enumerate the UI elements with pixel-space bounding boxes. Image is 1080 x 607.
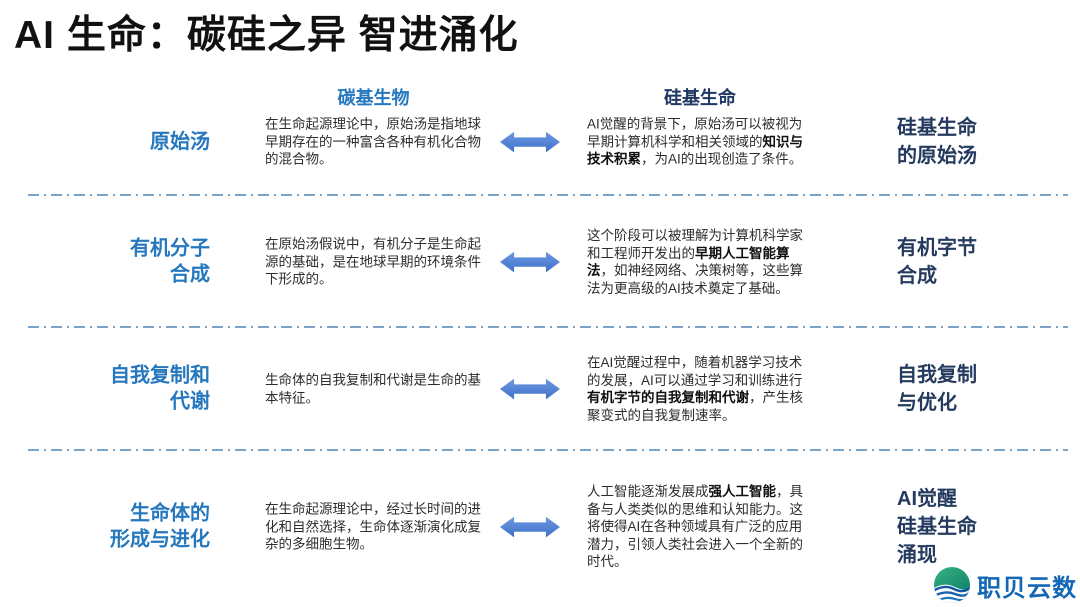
silicon-stage-label: 自我复制 与优化 (897, 364, 977, 414)
silicon-stage-label: 有机字节 合成 (897, 237, 977, 287)
carbon-description: 在生命起源理论中，原始汤是指地球早期存在的一种富含各种有机化合物的混合物。 (265, 116, 481, 167)
logo-globe-wave-icon (933, 566, 971, 604)
carbon-description: 在原始汤假说中，有机分子是生命起源的基础，是在地球早期的环境条件下形成的。 (265, 236, 481, 287)
silicon-description: 这个阶段可以被理解为计算机科学家和工程师开发出的早期人工智能算法，如神经网络、决… (587, 227, 803, 296)
dashed-divider (28, 449, 1068, 451)
double-arrow-icon (499, 127, 561, 157)
double-arrow-icon (499, 247, 561, 277)
page-title: AI 生命：碳硅之异 智进涌化 (14, 14, 519, 57)
silicon-column-header: 硅基生命 (664, 88, 736, 108)
silicon-description: 在AI觉醒过程中，随着机器学习技术的发展，AI可以通过学习和训练进行有机字节的自… (587, 354, 803, 423)
carbon-description: 生命体的自我复制和代谢是生命的基本特征。 (265, 372, 481, 405)
logo-text: 职贝云数 (977, 574, 1077, 602)
silicon-description: 人工智能逐渐发展成强人工智能，具备与人类类似的思维和认知能力。这将使得AI在各种… (587, 484, 803, 570)
stage-label: 原始汤 (150, 130, 210, 153)
logo: 职贝云数 (933, 566, 1077, 604)
stage-label: 自我复制和 代谢 (110, 364, 210, 413)
stage-label: 有机分子 合成 (130, 237, 210, 286)
double-arrow-icon (499, 512, 561, 542)
silicon-description: AI觉醒的背景下，原始汤可以被视为早期计算机科学和相关领域的知识与技术积累，为A… (587, 116, 803, 167)
carbon-column-header: 碳基生物 (337, 88, 410, 108)
stage-label: 生命体的 形成与进化 (110, 502, 210, 551)
double-arrow-icon (499, 374, 561, 404)
stage-row-organic-synthesis: 有机分子 合成 在原始汤假说中，有机分子是生命起源的基础，是在地球早期的环境条件… (0, 199, 1080, 325)
stage-row-primordial-soup: 原始汤 在生命起源理论中，原始汤是指地球早期存在的一种富含各种有机化合物的混合物… (0, 92, 1080, 192)
dashed-divider (28, 194, 1068, 196)
stage-row-self-replication: 自我复制和 代谢 生命体的自我复制和代谢是生命的基本特征。 在AI觉醒过程中，随… (0, 330, 1080, 448)
carbon-description: 在生命起源理论中，经过长时间的进化和自然选择，生命体逐渐演化成复杂的多细胞生物。 (265, 501, 481, 552)
silicon-stage-label: 硅基生命 的原始汤 (897, 117, 977, 167)
silicon-stage-label: AI觉醒 硅基生命 涌现 (897, 488, 977, 566)
stage-row-life-evolution: 生命体的 形成与进化 在生命起源理论中，经过长时间的进化和自然选择，生命体逐渐演… (0, 452, 1080, 602)
dashed-divider (28, 326, 1068, 328)
